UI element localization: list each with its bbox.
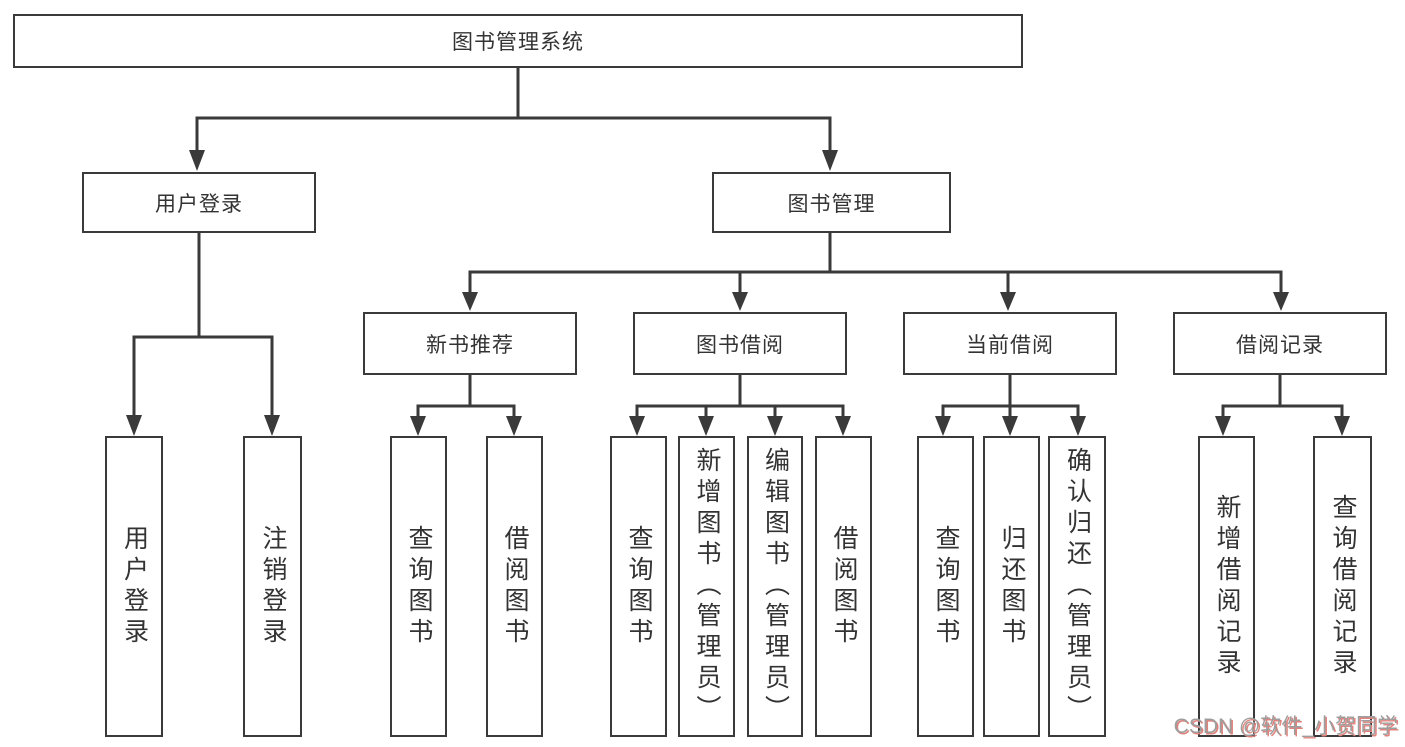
node-current-borrow: 当前借阅 [903,312,1117,375]
leaf-edit-books-admin-label: 编辑图书（管理员） [761,447,790,726]
leaf-logout-label: 注销登录 [259,524,287,649]
leaf-borrow-books-2: 借阅图书 [815,436,872,737]
node-book-borrow-label: 图书借阅 [696,333,784,357]
leaf-borrow-books-1: 借阅图书 [486,436,543,737]
leaf-add-borrow-record: 新增借阅记录 [1198,436,1255,737]
leaf-query-books-2: 查询图书 [610,436,667,737]
leaf-query-books-1-label: 查询图书 [405,524,433,649]
leaf-query-books-3-label: 查询图书 [932,524,960,649]
leaf-borrow-books-1-label: 借阅图书 [501,524,529,649]
leaf-borrow-books-2-label: 借阅图书 [830,524,858,649]
leaf-add-books-admin: 新增图书（管理员） [678,436,735,737]
leaf-query-borrow-record-label: 查询借阅记录 [1329,493,1357,680]
node-borrow-records: 借阅记录 [1173,312,1387,375]
leaf-user-login-label: 用户登录 [120,524,149,649]
leaf-confirm-return-admin-label: 确认归还（管理员） [1063,447,1092,726]
node-book-management-label: 图书管理 [787,192,876,216]
leaf-user-login: 用户登录 [105,436,163,737]
node-new-book-recommend-label: 新书推荐 [426,333,514,357]
node-user-login: 用户登录 [82,172,316,233]
leaf-return-books: 归还图书 [983,436,1040,737]
node-borrow-records-label: 借阅记录 [1236,333,1324,357]
node-book-borrow: 图书借阅 [633,312,847,375]
leaf-confirm-return-admin: 确认归还（管理员） [1048,436,1106,737]
node-user-login-label: 用户登录 [155,192,243,216]
node-root: 图书管理系统 [13,14,1023,68]
leaf-query-books-2-label: 查询图书 [625,524,653,649]
node-current-borrow-label: 当前借阅 [966,333,1054,357]
leaf-logout: 注销登录 [243,436,302,737]
node-root-label: 图书管理系统 [452,31,584,54]
leaf-return-books-label: 归还图书 [998,524,1026,649]
csdn-watermark: CSDN @软件_小贺同学 [1173,715,1398,738]
node-book-management: 图书管理 [712,172,951,233]
leaf-add-borrow-record-label: 新增借阅记录 [1213,493,1241,680]
leaf-query-books-3: 查询图书 [917,436,974,737]
leaf-query-books-1: 查询图书 [390,436,447,737]
node-new-book-recommend: 新书推荐 [363,312,577,375]
leaf-add-books-admin-label: 新增图书（管理员） [693,447,721,726]
leaf-edit-books-admin: 编辑图书（管理员） [747,436,803,737]
leaf-query-borrow-record: 查询借阅记录 [1313,436,1372,737]
